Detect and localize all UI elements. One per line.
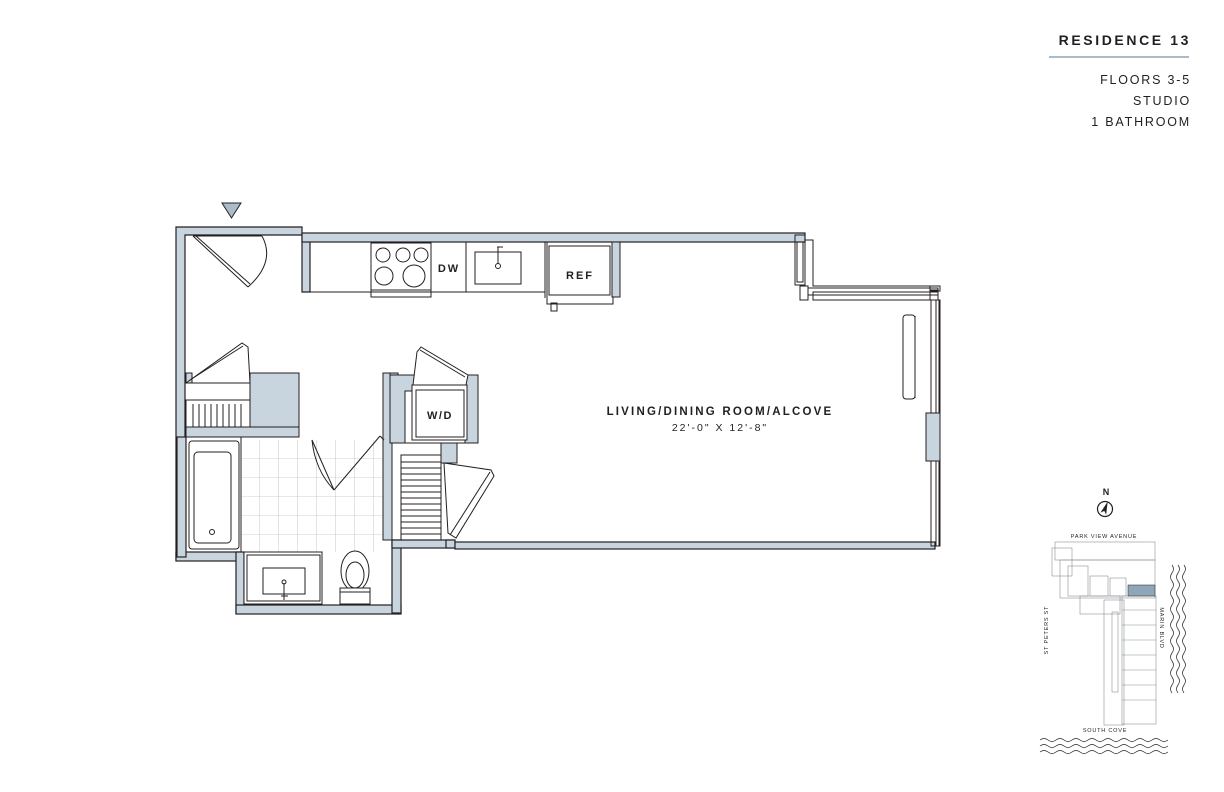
bathroom-count-detail: 1 BATHROOM	[1091, 115, 1191, 129]
residence-title: RESIDENCE 13	[1058, 32, 1191, 48]
closet	[185, 342, 300, 438]
dishwasher-label: DW	[438, 263, 460, 275]
key-plan: N PARK VIEW AVENUE ST PETERS ST MARIN BL…	[1039, 487, 1186, 754]
north-label: N	[1103, 487, 1110, 497]
floors-detail: FLOORS 3-5	[1100, 73, 1191, 87]
building-outline	[1051, 541, 1157, 726]
title-divider	[1049, 56, 1189, 58]
street-park-view-avenue: PARK VIEW AVENUE	[1071, 534, 1137, 540]
kitchen-counter	[310, 241, 621, 312]
street-south-cove: SOUTH COVE	[1083, 728, 1127, 734]
water-waves-icon	[1039, 564, 1186, 754]
room-name: LIVING/DINING ROOM/ALCOVE	[607, 406, 834, 418]
street-st-peters: ST PETERS ST	[1044, 606, 1050, 655]
entry-marker-icon	[221, 202, 242, 219]
washer-dryer-closet	[389, 346, 479, 444]
coat-closet	[400, 442, 495, 541]
street-marin-blvd: MARIN BLVD	[1158, 607, 1164, 648]
refrigerator-label: REF	[566, 270, 594, 282]
washer-dryer-label: W/D	[427, 410, 453, 422]
unit-type-detail: STUDIO	[1132, 94, 1191, 108]
north-arrow-icon	[1100, 501, 1108, 515]
window-bay	[794, 234, 941, 547]
unit-highlight	[1127, 584, 1156, 597]
bathroom	[185, 372, 399, 605]
room-dimensions: 22'-0" X 12'-8"	[672, 422, 768, 434]
entry-door-icon	[192, 235, 268, 288]
residence-header: RESIDENCE 13 FLOORS 3-5 STUDIO 1 BATHROO…	[1029, 32, 1189, 133]
